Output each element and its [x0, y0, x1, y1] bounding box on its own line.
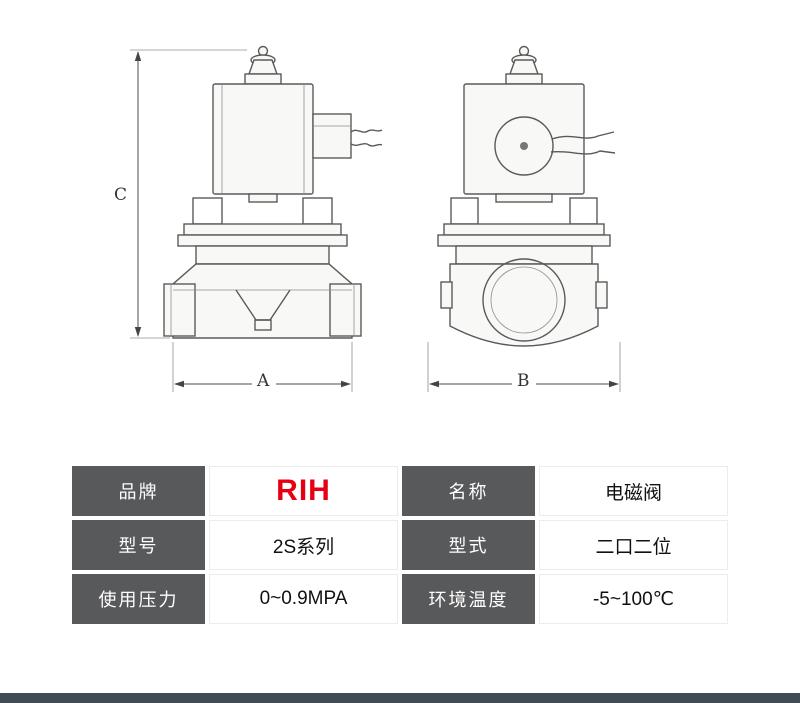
valve-side-view	[437, 45, 616, 347]
knurled-nut-right	[302, 197, 333, 225]
wire-icon	[551, 131, 615, 140]
flange-plate-lower	[177, 234, 348, 247]
wire-icon	[550, 150, 616, 155]
footer-accent-bar	[0, 693, 800, 703]
coil-neck	[248, 193, 278, 203]
cap-base	[505, 73, 543, 85]
dim-label-a: A	[256, 371, 270, 391]
body-shoulder	[195, 245, 330, 265]
cap-base	[244, 73, 282, 85]
spec-label-pressure: 使用压力	[72, 574, 205, 624]
cap-knob-icon	[257, 45, 269, 57]
spec-value-name: 电磁阀	[539, 466, 728, 516]
flange-plate-upper	[183, 223, 342, 236]
solenoid-coil-front	[212, 83, 314, 195]
body-shoulder	[455, 245, 593, 265]
wire-icon	[350, 129, 383, 133]
body-tab-left	[440, 281, 453, 309]
port-left	[163, 283, 196, 337]
dimension-annotations: C A B	[114, 49, 621, 392]
spec-label-temperature: 环境温度	[402, 574, 535, 624]
port-circle-inner	[490, 266, 558, 334]
wire-icon	[350, 143, 383, 147]
connector-box	[312, 113, 352, 159]
spec-table: 品牌 RIH 名称 电磁阀 型号 2S系列 型式 二口二位 使用压力 0~0.9…	[72, 466, 728, 624]
knurled-nut-right	[569, 197, 598, 225]
spec-label-model: 型号	[72, 520, 205, 570]
flange-plate-upper	[443, 223, 605, 236]
dim-label-c: C	[114, 185, 127, 205]
valve-body-side	[449, 263, 599, 347]
valve-body-front	[172, 263, 353, 339]
spec-value-brand: RIH	[209, 466, 398, 516]
spec-value-pressure: 0~0.9MPA	[209, 574, 398, 624]
spec-value-model: 2S系列	[209, 520, 398, 570]
spec-label-name: 名称	[402, 466, 535, 516]
coil-center-dot	[520, 142, 528, 150]
coil-neck	[495, 193, 553, 203]
knurled-nut-left	[450, 197, 479, 225]
body-drain-detail	[254, 319, 272, 331]
cap-nut-icon	[509, 59, 539, 75]
valve-technical-drawing: C A B	[114, 45, 621, 392]
spec-value-type: 二口二位	[539, 520, 728, 570]
knurled-nut-left	[192, 197, 223, 225]
port-right	[329, 283, 362, 337]
port-circle-outer	[482, 258, 566, 342]
valve-front-view	[163, 45, 383, 339]
body-tab-right	[595, 281, 608, 309]
cap-nut-icon	[248, 59, 278, 75]
flange-plate-lower	[437, 234, 611, 247]
cap-knob-icon	[518, 45, 530, 57]
spec-label-type: 型式	[402, 520, 535, 570]
spec-value-temperature: -5~100℃	[539, 574, 728, 624]
dim-label-b: B	[517, 371, 530, 391]
spec-label-brand: 品牌	[72, 466, 205, 516]
